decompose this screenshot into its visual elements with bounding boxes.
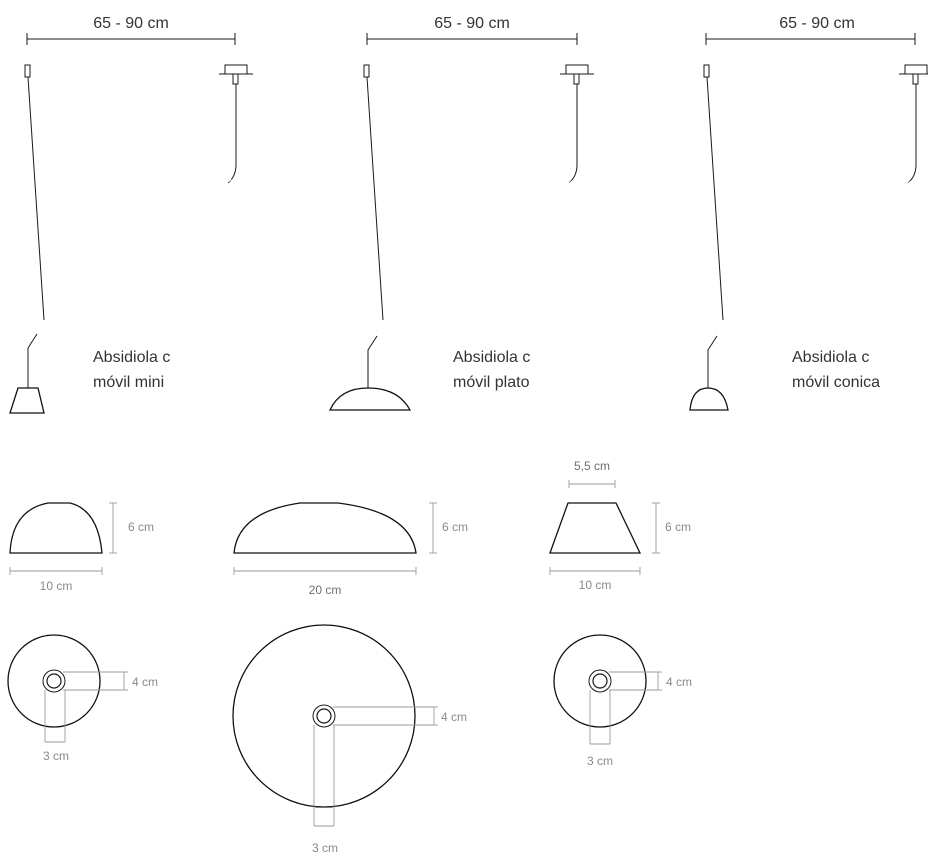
height-dimension	[109, 502, 117, 554]
height-label: 6 cm	[442, 520, 468, 534]
hole-label: 3 cm	[43, 749, 69, 763]
offset-dimension	[609, 671, 662, 691]
drop-cable	[27, 333, 38, 388]
lamp-name-line1: Absidiola c	[93, 349, 170, 366]
offset-dimension	[63, 671, 128, 691]
shade-conica	[689, 387, 729, 411]
drop-cable	[367, 335, 378, 388]
lamp-name-line2: móvil mini	[93, 374, 164, 391]
span-label: 65 - 90 cm	[93, 15, 169, 32]
shade-plato	[328, 387, 412, 411]
drop-cable	[707, 335, 718, 388]
shade-profile-plate: 6 cm 20 cm	[233, 502, 468, 597]
top-label: 5,5 cm	[574, 459, 610, 473]
shade-profile-cone: 5,5 cm 6 cm 10 cm	[549, 459, 691, 592]
plan-view-small-left: 4 cm 3 cm	[7, 634, 158, 763]
width-label: 10 cm	[579, 578, 612, 592]
span-dimension-line	[26, 33, 236, 45]
power-cable	[227, 84, 237, 184]
top-dimension	[568, 480, 616, 488]
width-dimension	[9, 567, 103, 575]
width-label: 10 cm	[40, 579, 73, 593]
width-dimension	[233, 567, 417, 575]
height-label: 6 cm	[665, 520, 691, 534]
shade-profile-dome: 6 cm 10 cm	[9, 502, 154, 593]
hole-label: 3 cm	[587, 754, 613, 768]
height-label: 6 cm	[128, 520, 154, 534]
suspension-cable	[366, 76, 384, 321]
plan-view-large-center: 4 cm 3 cm	[232, 624, 467, 855]
lamp-plato-side-view: 65 - 90 cm Absidiola c móvil plato	[328, 15, 594, 411]
power-cable	[568, 84, 578, 184]
lamp-conica-side-view: 65 - 90 cm Absidiola c móvil conica	[689, 15, 928, 411]
wall-anchor	[703, 64, 710, 78]
width-label: 20 cm	[309, 583, 342, 597]
wall-anchor	[24, 64, 31, 78]
offset-dimension	[333, 706, 438, 726]
offset-label: 4 cm	[441, 710, 467, 724]
width-dimension	[549, 567, 641, 575]
height-dimension	[652, 502, 660, 554]
power-cable	[907, 84, 917, 184]
offset-label: 4 cm	[132, 675, 158, 689]
height-dimension	[429, 502, 437, 554]
lamp-mini-side-view: 65 - 90 cm Absidiola c móvil mini	[9, 15, 253, 414]
span-dimension-line	[366, 33, 578, 45]
span-label: 65 - 90 cm	[434, 15, 510, 32]
hole-label: 3 cm	[312, 841, 338, 855]
wall-anchor	[363, 64, 370, 78]
lamp-name-line1: Absidiola c	[453, 349, 530, 366]
suspension-cable	[706, 76, 724, 321]
span-label: 65 - 90 cm	[779, 15, 855, 32]
offset-label: 4 cm	[666, 675, 692, 689]
lamp-name-line2: móvil conica	[792, 374, 880, 391]
ceiling-canopy	[899, 64, 928, 85]
hole-dimension	[313, 725, 335, 827]
lamp-name-line2: móvil plato	[453, 374, 530, 391]
suspension-cable	[27, 76, 45, 321]
shade-mini	[9, 387, 45, 414]
hole-dimension	[44, 690, 66, 743]
span-dimension-line	[705, 33, 916, 45]
ceiling-canopy	[560, 64, 594, 85]
hole-dimension	[589, 690, 611, 745]
ceiling-canopy	[219, 64, 253, 85]
plan-view-small-right: 4 cm 3 cm	[553, 634, 692, 768]
lamp-name-line1: Absidiola c	[792, 349, 869, 366]
